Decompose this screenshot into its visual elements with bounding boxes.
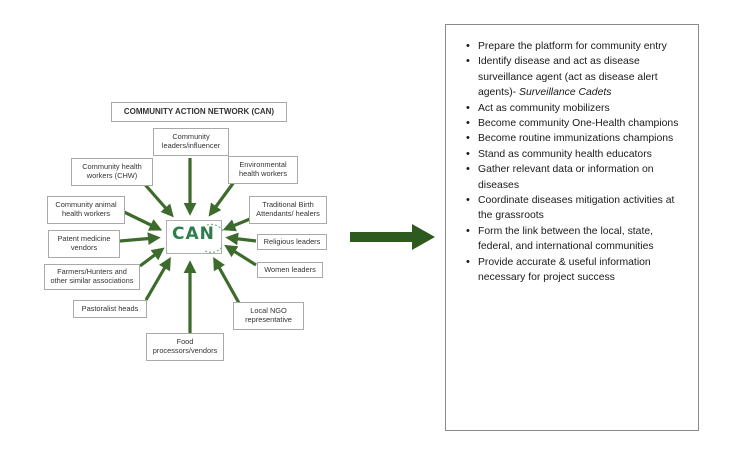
arrow-patent-medicine	[119, 232, 161, 245]
can-logo: CAN	[166, 220, 223, 254]
arrow-farmers	[139, 247, 165, 268]
node-community-leaders: Community leaders/influencer	[153, 128, 229, 156]
role-emphasis: Surveillance Cadets	[519, 87, 612, 99]
node-chw: Community health workers (CHW)	[71, 158, 153, 186]
role-item: Act as community mobilizers	[466, 101, 684, 117]
arrow-religious	[225, 232, 257, 246]
node-community-animal-health: Community animal health workers	[47, 196, 125, 224]
role-item: Gather relevant data or information on d…	[466, 162, 684, 193]
role-item: Coordinate diseases mitigation activitie…	[466, 193, 684, 224]
arrow-women	[224, 244, 257, 267]
node-women-leaders: Women leaders	[257, 262, 323, 278]
node-traditional-birth-attendants: Traditional Birth Attendants/ healers	[249, 196, 327, 224]
diagram-title: COMMUNITY ACTION NETWORK (CAN)	[111, 102, 287, 122]
roles-panel: Prepare the platform for community entry…	[445, 24, 699, 431]
arrow-environmental	[208, 181, 236, 217]
node-pastoralist-heads: Pastoralist heads	[73, 300, 147, 318]
role-item: Become routine immunizations champions	[466, 131, 684, 147]
node-farmers-hunters: Farmers/Hunters and other similar associ…	[44, 264, 140, 290]
arrow-tba	[222, 217, 251, 232]
role-item: Identify disease and act as disease surv…	[466, 54, 684, 100]
role-item: Become community One-Health champions	[466, 116, 684, 132]
arrow-ngo	[213, 256, 241, 304]
role-item: Stand as community health educators	[466, 147, 684, 163]
node-food-processors: Food processors/vendors	[146, 333, 224, 361]
can-logo-text: CAN	[172, 224, 215, 244]
role-item: Provide accurate & useful information ne…	[466, 255, 684, 286]
arrow-animal-health	[121, 209, 163, 231]
node-environmental-health-workers: Environmental health workers	[228, 156, 298, 184]
arrow-pastoralist	[144, 257, 171, 301]
role-item: Prepare the platform for community entry	[466, 39, 684, 55]
node-religious-leaders: Religious leaders	[257, 234, 327, 250]
roles-list: Prepare the platform for community entry…	[446, 25, 698, 286]
role-item: Form the link between the local, state, …	[466, 224, 684, 255]
node-local-ngo: Local NGO representative	[233, 302, 304, 330]
big-right-arrow-icon	[350, 224, 435, 250]
node-patent-medicine-vendors: Patent medicine vendors	[48, 230, 120, 258]
